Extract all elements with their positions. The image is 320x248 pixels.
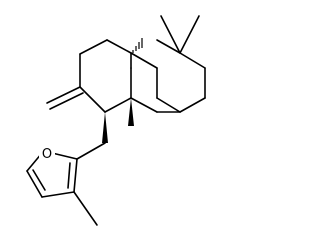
bond-methylene-1: [46, 86, 81, 104]
bond-c2-c1: [79, 86, 106, 113]
bond-o-c2-furan: [51, 152, 78, 160]
bond-c3-c4-furan: [41, 191, 75, 198]
gem-dimethyl: [160, 15, 200, 54]
bond-furan-methyl: [73, 191, 98, 226]
bond-c2-c3-furan: [73, 158, 78, 193]
molecule-structure: O: [26, 15, 206, 226]
furan-ring: [26, 152, 78, 198]
bond-c4a-c5: [156, 39, 181, 54]
bond-c2-c3-furan-inner: [67, 162, 71, 189]
bond-c8-c8a: [156, 97, 181, 113]
bond-c4-c3: [79, 39, 108, 55]
bond-fusion-bottom: [130, 97, 158, 113]
ch2-wedge: [102, 112, 108, 143]
ring-fusion: [130, 52, 181, 113]
bond-c4-c5-furan: [26, 170, 43, 198]
bond-ch2-furan: [76, 142, 106, 160]
oxygen-atom-label: O: [42, 147, 52, 162]
oxygen-label-mask: [39, 146, 55, 162]
bond-c1-c8a: [104, 97, 132, 113]
right-ring: [156, 39, 206, 113]
exocyclic-methylene: [46, 86, 84, 110]
bond-methyl-1: [160, 15, 181, 54]
bond-c5-c6: [179, 52, 206, 69]
methyl-wedge-c8a: [128, 98, 134, 126]
bond-methyl-2: [179, 15, 200, 54]
left-ring: [79, 39, 132, 113]
bond-c7-c8: [179, 97, 206, 113]
bond-methylene-2: [49, 92, 84, 110]
bond-c4-c5-furan-inner: [32, 169, 46, 191]
bond-fusion-top: [130, 52, 158, 69]
hashed-wedge-c4a: [132, 38, 143, 53]
bond-c4a-c4: [106, 39, 132, 54]
